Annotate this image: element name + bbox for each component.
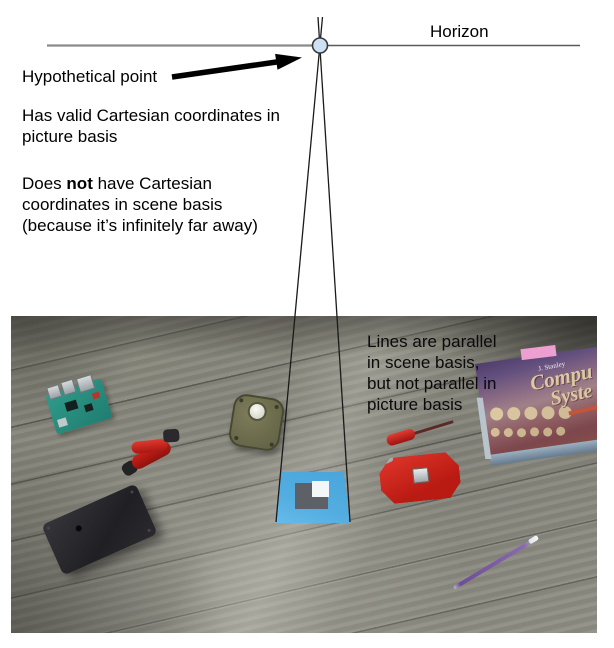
tank-turret-disc — [246, 400, 269, 423]
tank-screw — [274, 404, 279, 410]
red-clamp — [115, 427, 189, 482]
hypothetical-point-label: Hypothetical point — [22, 67, 158, 86]
board-component — [91, 391, 101, 400]
board-chip — [64, 399, 79, 412]
pointer-arrow-head — [275, 53, 302, 70]
vanishing-point — [311, 37, 329, 54]
note-text: Does — [22, 174, 67, 193]
note-bold-text: not — [66, 174, 93, 193]
photo-annotation-line: but not parallel in — [367, 374, 497, 393]
screwdriver-handle — [385, 427, 417, 447]
board-connector — [60, 378, 77, 396]
picture-basis-note: Has valid Cartesian coordinates in pictu… — [22, 105, 280, 147]
tank-screw — [238, 398, 244, 403]
scene-photo: J. Stanley Compu Syste Lines are paralle… — [11, 316, 597, 633]
note-line: coordinates in scene basis — [22, 195, 223, 214]
marker-white-square — [312, 481, 329, 497]
tank-screw — [234, 435, 239, 441]
red-case — [378, 451, 462, 505]
board-connector — [46, 384, 63, 401]
note-line: Does not have Cartesian — [22, 173, 258, 194]
board-component — [56, 417, 68, 428]
fiducial-marker — [275, 472, 350, 523]
note-line: (because it’s infinitely far away) — [22, 216, 258, 235]
note-line: Has valid Cartesian coordinates in — [22, 106, 280, 125]
note-text: have Cartesian — [92, 174, 212, 193]
pointer-arrow-shaft — [171, 58, 281, 80]
photo-annotation-line: in scene basis, — [367, 353, 480, 372]
scene-basis-note: Does not have Cartesian coordinates in s… — [22, 173, 258, 236]
screwdriver — [385, 411, 459, 447]
photo-annotation: Lines are parallel in scene basis, but n… — [367, 331, 496, 415]
screwdriver-shaft — [410, 420, 454, 436]
photo-annotation-line: picture basis — [367, 395, 463, 414]
horizon-label: Horizon — [430, 22, 489, 41]
circuit-board — [45, 374, 113, 435]
case-tab — [379, 452, 395, 466]
pen-tip — [527, 534, 540, 545]
clamp-jaw — [162, 428, 180, 443]
enclosure-screw — [130, 490, 135, 494]
board-connector — [75, 374, 96, 394]
enclosure-screw — [147, 528, 152, 533]
black-enclosure — [41, 483, 158, 576]
case-latch — [412, 467, 429, 484]
board-chip — [83, 403, 94, 413]
toy-tank — [227, 392, 286, 453]
tank-screw — [269, 442, 275, 447]
note-line: picture basis — [22, 127, 118, 146]
enclosure-hole — [74, 524, 83, 533]
photo-annotation-line: Lines are parallel — [367, 332, 497, 351]
enclosure-screw — [46, 526, 51, 531]
purple-pen — [452, 534, 540, 590]
